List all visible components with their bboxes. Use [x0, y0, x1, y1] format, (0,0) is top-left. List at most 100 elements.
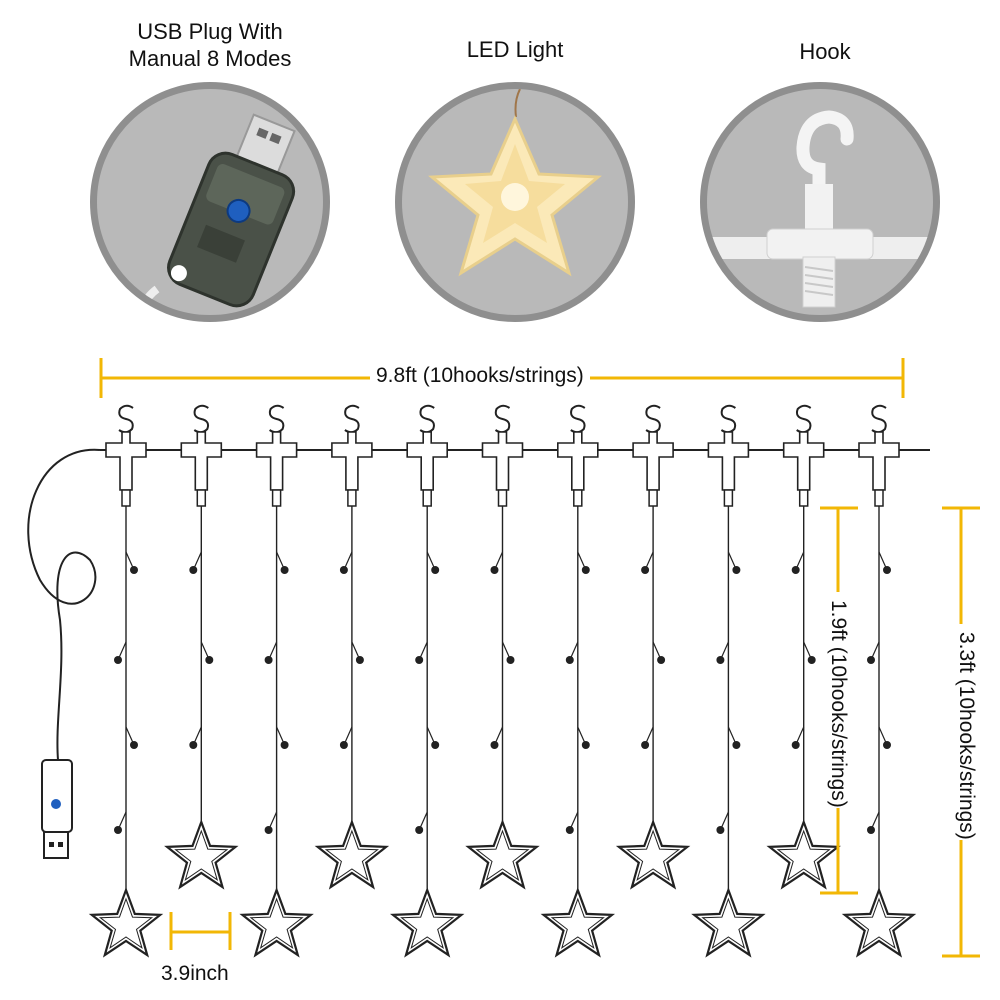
bulb — [791, 566, 800, 574]
connector-tip — [271, 489, 282, 507]
bulb — [114, 656, 122, 664]
star-inner-outline — [98, 897, 154, 949]
s-hook-icon — [707, 110, 933, 308]
star-inner-outline — [174, 829, 229, 881]
bulb — [581, 566, 590, 574]
star-icon — [164, 818, 239, 890]
star-icon — [239, 886, 314, 958]
light-string — [314, 404, 390, 890]
star-icon — [389, 886, 465, 958]
t-connector — [331, 431, 373, 491]
star-inner-outline — [776, 829, 831, 881]
star-inner-outline — [475, 829, 530, 881]
s-hook-icon — [720, 404, 737, 434]
connector-tip — [347, 489, 357, 507]
bulb — [264, 656, 273, 664]
t-connector — [858, 431, 900, 491]
bulb — [506, 656, 515, 664]
bulb — [565, 826, 574, 834]
connector-tip — [798, 489, 809, 507]
light-string — [540, 404, 616, 958]
short-drop-label: 1.9ft (10hooks/strings) — [826, 592, 850, 808]
light-string — [465, 404, 540, 890]
star-inner-outline — [550, 897, 605, 949]
s-hook-icon — [871, 404, 887, 434]
usb-cable — [27, 448, 101, 761]
bulb — [657, 656, 666, 664]
bulb — [264, 826, 273, 834]
bulb — [431, 741, 440, 749]
star-inner-outline — [249, 897, 304, 949]
usb-connector-icon — [41, 759, 73, 859]
s-hook-icon — [645, 404, 661, 434]
bulb — [355, 656, 364, 664]
star-icon — [314, 818, 390, 890]
s-hook-icon — [118, 404, 134, 434]
t-connector — [105, 431, 147, 491]
t-connector — [557, 431, 599, 491]
connector-tip — [723, 489, 734, 507]
bulb — [791, 741, 800, 749]
t-connector — [782, 431, 825, 491]
s-hook-icon — [268, 404, 285, 434]
s-hook-icon — [494, 404, 511, 434]
star-inner-outline — [701, 897, 756, 949]
usb-plug-title: USB Plug With Manual 8 Modes — [90, 18, 330, 72]
star-inner-outline — [324, 829, 380, 881]
usb-title-line1: USB Plug With — [137, 19, 283, 44]
connector-tip — [874, 489, 884, 507]
bulb — [807, 656, 816, 664]
s-hook-icon — [419, 404, 435, 434]
t-connector — [632, 431, 674, 491]
bulb — [339, 741, 348, 749]
bulb — [581, 741, 590, 749]
connector-tip — [573, 489, 583, 507]
bulb — [114, 826, 122, 834]
light-string — [239, 404, 314, 958]
bulb — [490, 566, 499, 574]
s-hook-icon — [193, 404, 210, 434]
bulb — [883, 741, 891, 749]
light-string — [841, 404, 917, 958]
light-string — [164, 404, 239, 890]
usb-title-line2: Manual 8 Modes — [128, 46, 292, 71]
star-icon — [766, 818, 841, 890]
bulb — [565, 656, 574, 664]
s-hook-icon — [344, 404, 360, 434]
long-drop-label: 3.3ft (10hooks/strings) — [954, 624, 978, 840]
light-string — [615, 404, 691, 890]
bulb — [415, 826, 424, 834]
star-icon — [691, 886, 766, 958]
bulb — [130, 566, 138, 574]
bulb — [130, 741, 138, 749]
bulb — [205, 656, 214, 664]
star-icon — [841, 886, 917, 958]
bulb — [415, 656, 424, 664]
connector-tip — [121, 489, 131, 507]
bulb — [189, 741, 198, 749]
width-label: 9.8ft (10hooks/strings) — [370, 364, 590, 388]
bulb — [641, 741, 650, 749]
usb-plug-circle — [90, 82, 330, 322]
led-light-circle — [395, 82, 635, 322]
light-string — [766, 404, 841, 890]
star-icon — [88, 886, 164, 958]
bulb — [732, 566, 741, 574]
star-icon — [615, 818, 691, 890]
star-icon — [540, 886, 616, 958]
t-connector — [255, 431, 298, 491]
t-connector — [180, 431, 223, 491]
bulb — [716, 826, 725, 834]
bulb — [883, 566, 891, 574]
connector-tip — [196, 489, 207, 507]
t-connector — [406, 431, 448, 491]
light-string — [691, 404, 766, 958]
light-string — [88, 404, 164, 958]
s-hook-icon — [570, 404, 586, 434]
hook-title: Hook — [799, 39, 851, 64]
bulb — [280, 566, 289, 574]
star-spacing-label: 3.9inch — [155, 962, 235, 986]
led-light-title: LED Light — [466, 37, 564, 62]
bulb — [280, 741, 289, 749]
